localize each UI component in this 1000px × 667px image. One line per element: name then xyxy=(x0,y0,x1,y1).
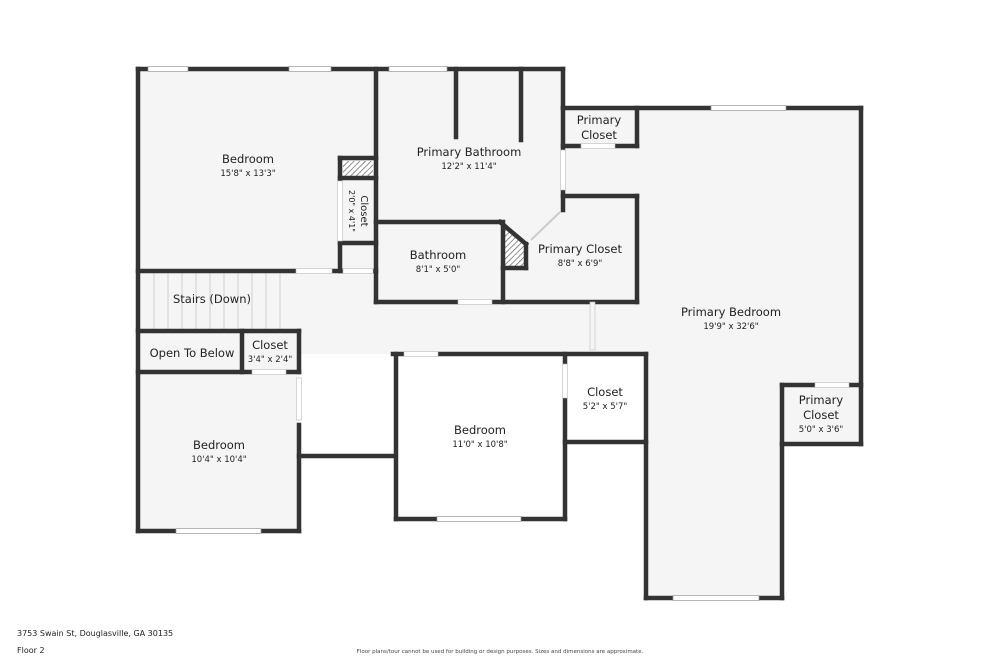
bedroom-nw-dims: 15'8" x 13'3" xyxy=(220,169,275,179)
primary-bedroom-name: Primary Bedroom xyxy=(681,305,781,319)
hatched-shaft-closet xyxy=(343,161,373,176)
primary-closet-mid-dims: 8'8" x 6'9" xyxy=(558,259,603,269)
floor-label: Floor 2 xyxy=(17,646,45,655)
primary-bath-name: Primary Bathroom xyxy=(417,145,522,159)
closet-center-name: Closet xyxy=(587,385,623,399)
room-labels: Bedroom 15'8" x 13'3" Closet 2'0" x 4'1"… xyxy=(150,113,844,465)
door-openings xyxy=(251,143,850,421)
hatched-shaft-bathroom xyxy=(503,226,525,266)
walls xyxy=(135,66,864,601)
primary-closet-se-dims: 5'0" x 3'6" xyxy=(799,425,844,435)
floor-area xyxy=(138,69,861,598)
closet-sw-dims: 3'4" x 2'4" xyxy=(248,355,293,365)
bathroom-dims: 8'1" x 5'0" xyxy=(416,265,461,275)
closet-center-dims: 5'2" x 5'7" xyxy=(583,402,628,412)
closet-small-name: Closet xyxy=(358,195,369,226)
bedroom-nw-name: Bedroom xyxy=(222,152,274,166)
bedroom-sw-dims: 10'4" x 10'4" xyxy=(191,455,246,465)
primary-closet-se-line2: Closet xyxy=(803,408,839,422)
primary-closet-top-line2: Closet xyxy=(581,128,617,142)
primary-closet-se-line1: Primary xyxy=(799,393,844,407)
door-diagonal xyxy=(530,211,561,241)
bedroom-center-name: Bedroom xyxy=(454,423,506,437)
bedroom-center-dims: 11'0" x 10'8" xyxy=(452,440,507,450)
closet-sw-name: Closet xyxy=(252,338,288,352)
stair-treads xyxy=(153,272,281,330)
bathroom-name: Bathroom xyxy=(410,248,466,262)
primary-bath-dims: 12'2" x 11'4" xyxy=(441,162,496,172)
stairs-name: Stairs (Down) xyxy=(173,292,251,306)
primary-closet-top-line1: Primary xyxy=(577,113,622,127)
disclaimer-text: Floor plans/tour cannot be used for buil… xyxy=(356,649,644,655)
primary-bedroom-dims: 19'9" x 32'6" xyxy=(703,322,758,332)
closet-small-dims: 2'0" x 4'1" xyxy=(347,190,356,232)
address-text: 3753 Swain St, Douglasville, GA 30135 xyxy=(17,629,174,638)
primary-closet-mid-name: Primary Closet xyxy=(538,242,622,256)
bedroom-sw-name: Bedroom xyxy=(193,438,245,452)
open-below-name: Open To Below xyxy=(150,346,235,360)
windows xyxy=(147,66,787,601)
